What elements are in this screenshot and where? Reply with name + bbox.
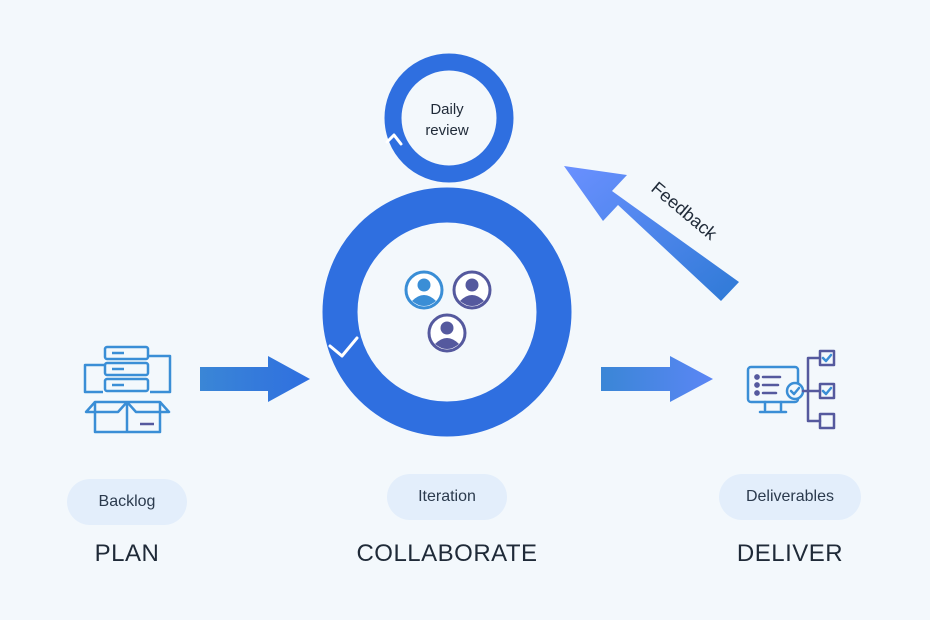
person-icon xyxy=(427,313,467,353)
daily-review-label-line1: Daily xyxy=(430,101,464,118)
backlog-pill-label: Backlog xyxy=(98,493,156,510)
feedback-arrow: Feedback xyxy=(564,166,739,301)
arrow-plan-to-collaborate xyxy=(200,356,310,402)
cycle-notch-icon xyxy=(328,336,359,358)
person-icon xyxy=(452,270,492,310)
plan-phase-title: PLAN xyxy=(94,540,160,567)
arrow-collaborate-to-deliver xyxy=(601,356,713,402)
deliver-phase-title: DELIVER xyxy=(736,540,844,567)
daily-review-label-line2: review xyxy=(425,122,469,139)
daily-review-cycle: Daily review xyxy=(384,53,514,183)
iteration-cycle xyxy=(322,187,572,437)
team-icon xyxy=(404,270,492,353)
collaborate-phase-title: COLLABORATE xyxy=(356,540,538,567)
person-icon xyxy=(404,270,444,310)
iteration-pill-label: Iteration xyxy=(418,488,476,505)
deliverables-pill-label: Deliverables xyxy=(745,488,835,505)
cycle-notch-icon xyxy=(385,133,403,146)
deliverables-pill: Deliverables xyxy=(719,474,861,520)
deliverables-checklist-icon xyxy=(746,349,836,430)
backlog-pill: Backlog xyxy=(67,479,187,525)
iteration-pill: Iteration xyxy=(387,474,507,520)
backlog-box-icon xyxy=(83,345,172,434)
